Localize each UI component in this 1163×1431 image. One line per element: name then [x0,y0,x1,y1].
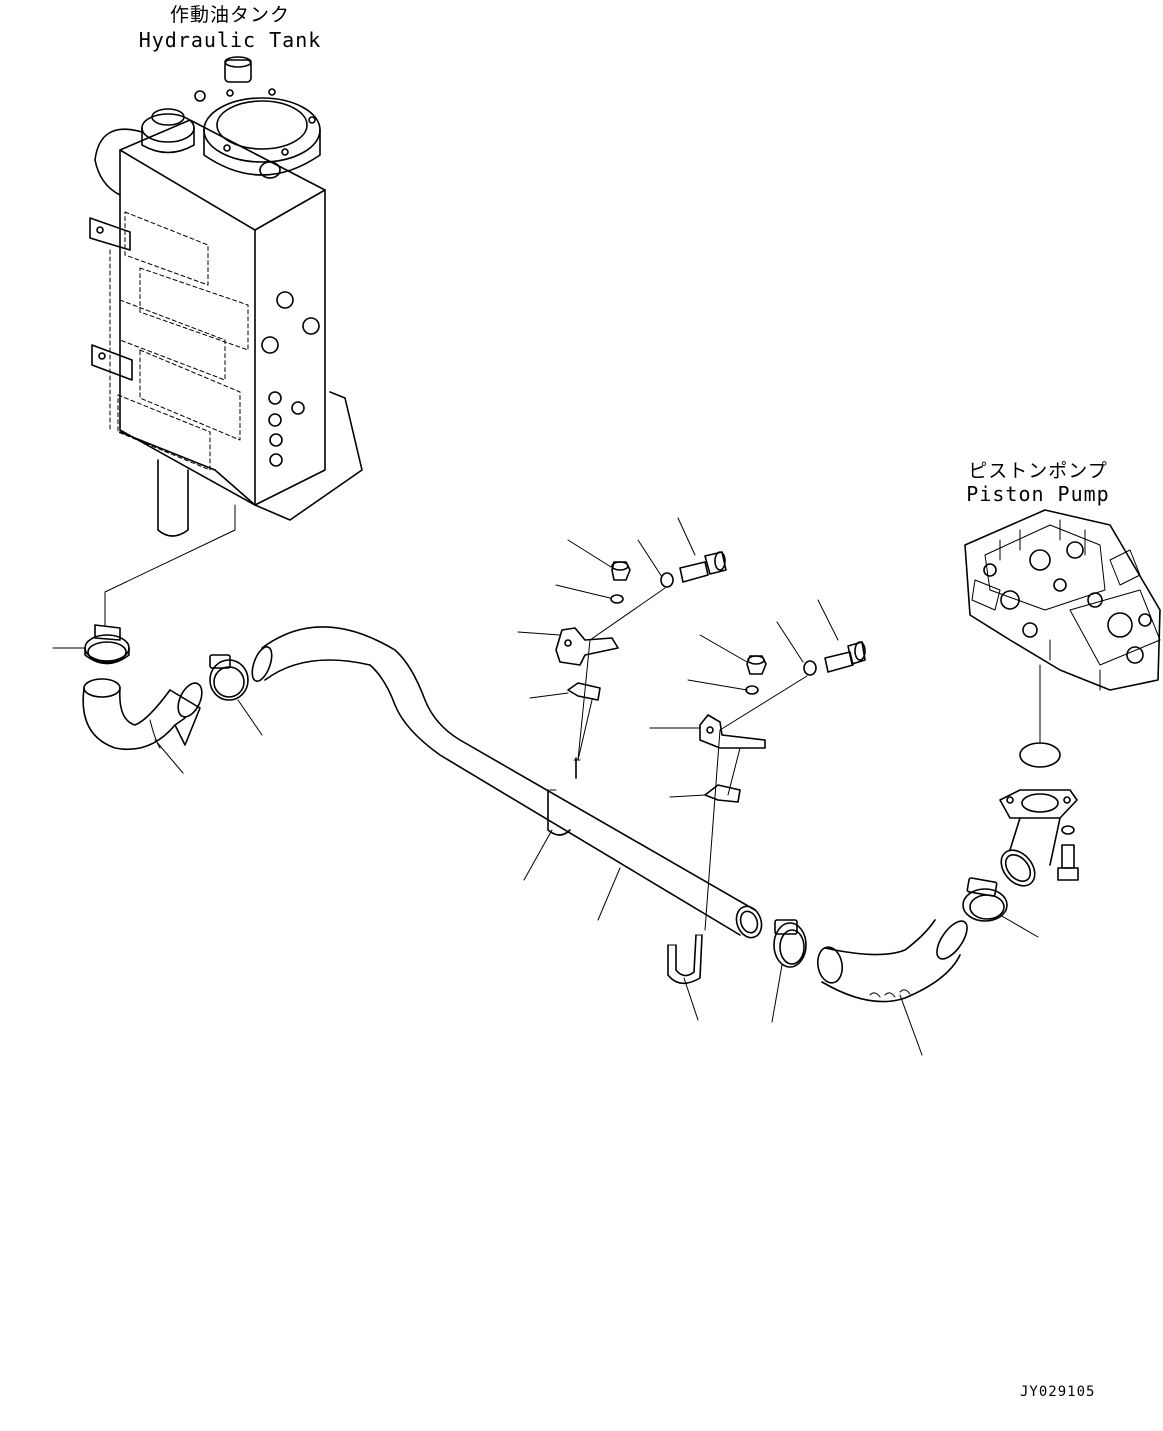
piston-pump [964,509,1161,691]
tank-label-jp: 作動油タンク [169,4,291,26]
o-ring [1019,742,1061,768]
clamp-tank-side [84,624,130,665]
hose-clamp-center [773,919,807,968]
elbow-hose-left [82,678,203,751]
hose-clamp-right [962,877,1008,922]
flange-elbow [999,789,1078,887]
u-bolt-on-pipe [547,757,581,836]
pump-label-jp: ピストンポンプ [968,460,1108,482]
drawing-number: JY029105 [1020,1384,1096,1400]
flange-washer [1061,825,1075,835]
bracket-assembly-1 [555,551,727,761]
main-pipe [251,626,763,939]
pump-label-en: Piston Pump [966,482,1110,506]
u-bolt-lower [667,934,703,985]
flange-bolt [1057,844,1079,881]
hose-right [816,919,968,1003]
tank-label-en: Hydraulic Tank [138,28,322,52]
bracket-assembly-2 [699,641,866,931]
hose-clamp-left [209,654,249,701]
hydraulic-tank [89,56,363,537]
